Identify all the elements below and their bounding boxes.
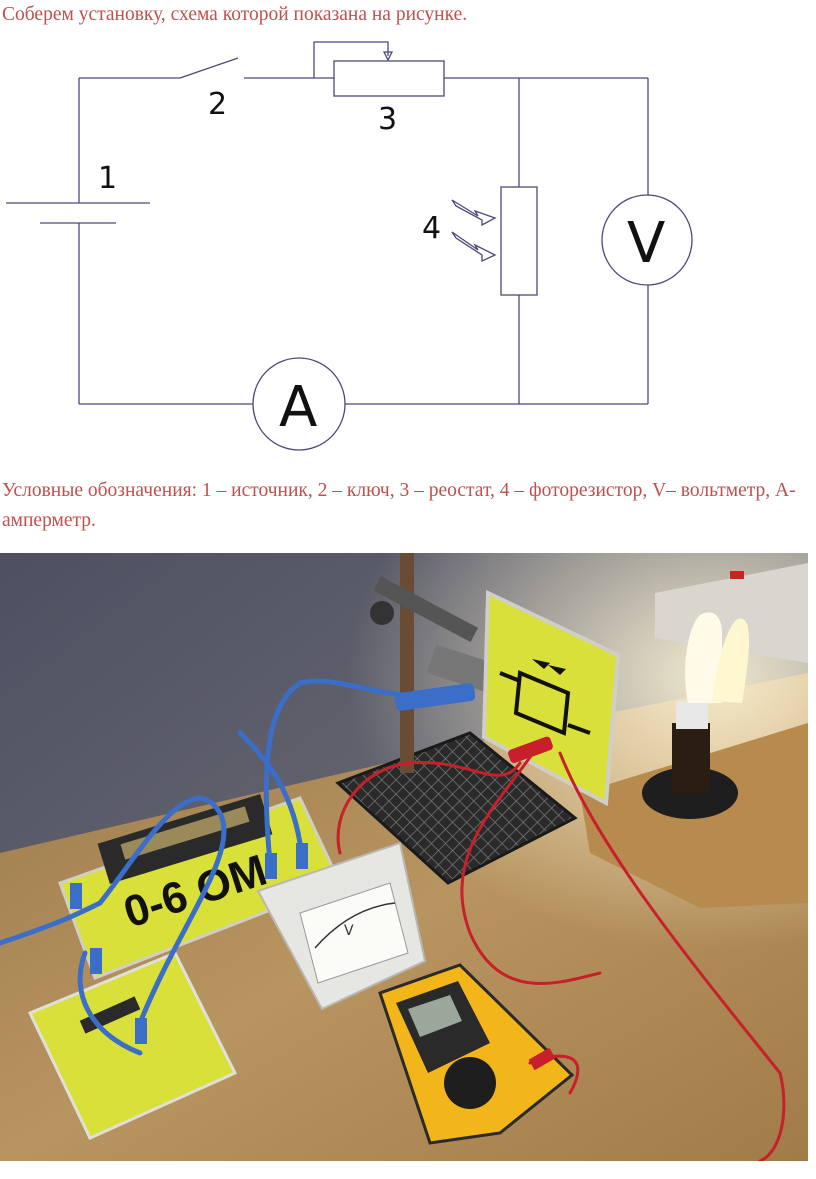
meter-scale-letter: V (344, 923, 354, 939)
switch-blade (179, 57, 239, 79)
ammeter-letter: A (279, 375, 317, 440)
label-photoresistor: 4 (422, 211, 441, 246)
light-arrows-icon (451, 199, 497, 263)
analog-voltmeter: V (256, 841, 427, 1011)
label-rheostat: 3 (378, 102, 397, 137)
circuit-schematic: 1 2 3 4 V A (6, 41, 693, 451)
battery-symbol (6, 202, 150, 224)
rheostat-symbol (333, 60, 445, 97)
lamp (642, 612, 750, 819)
rheostat-slider (313, 41, 389, 78)
photoresistor-symbol (500, 186, 538, 296)
voltmeter-symbol (601, 194, 693, 286)
label-source: 1 (98, 161, 117, 196)
connectors (70, 683, 556, 1071)
voltmeter-letter: V (627, 211, 665, 276)
intro-text: Соберем установку, схема которой показан… (2, 4, 468, 25)
setup-photo: 0-6 OM V (0, 553, 808, 1161)
wires (0, 678, 786, 1161)
lab-stand (335, 553, 578, 885)
slider-arrow (382, 51, 394, 62)
label-switch: 2 (208, 87, 227, 122)
legend-text: Условные обозначения: 1 – источник, 2 – … (2, 480, 796, 531)
digital-multimeter (378, 963, 575, 1145)
